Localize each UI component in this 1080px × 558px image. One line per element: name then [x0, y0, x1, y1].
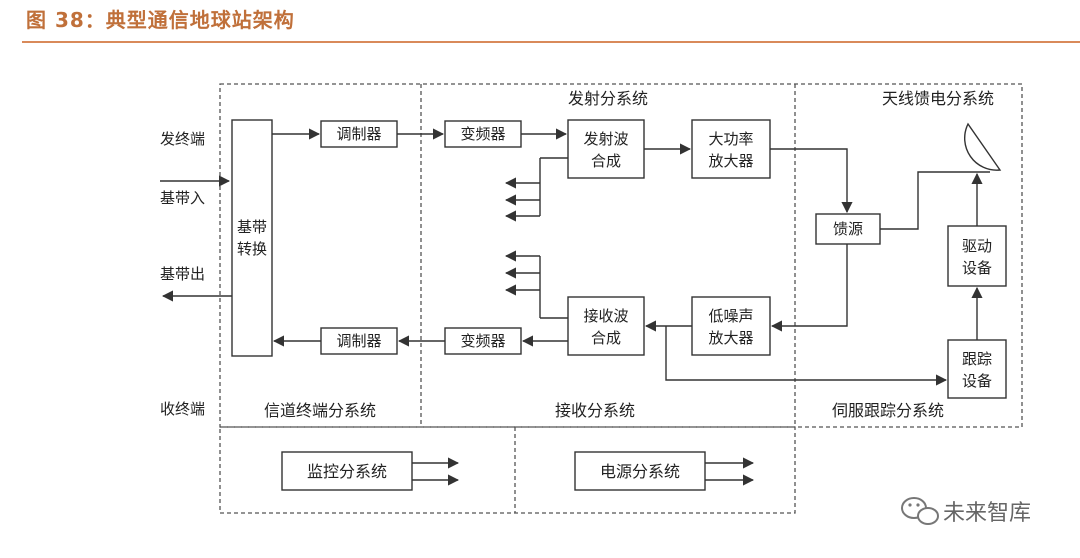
rx-combiner-extra-outputs — [504, 250, 568, 319]
drive-line2: 设备 — [962, 259, 992, 277]
receive-end-label: 收终端 — [160, 400, 205, 418]
hpa-to-feed-arrow — [770, 148, 853, 214]
rx-combiner-block — [567, 296, 645, 356]
monitor-system-block — [281, 451, 413, 491]
tx-combiner-extra-inputs — [504, 157, 568, 222]
lna-block — [691, 296, 771, 356]
lower-region-frame — [219, 426, 796, 514]
baseband-convert-line1: 基带 — [237, 218, 267, 236]
hpa-line1: 大功率 — [708, 130, 753, 148]
feed-label: 馈源 — [833, 220, 863, 238]
downconverter-label: 变频器 — [460, 332, 505, 350]
lna-line2: 放大器 — [708, 329, 753, 347]
wechat-icon — [901, 497, 939, 525]
tx-combiner-line2: 合成 — [591, 152, 621, 170]
channel-terminal-label: 信道终端分系统 — [264, 401, 376, 420]
baseband-in-label: 基带入 — [160, 189, 205, 207]
baseband-out-label: 基带出 — [160, 265, 205, 283]
monitor-system-label: 监控分系统 — [307, 462, 387, 481]
title-divider — [22, 41, 1080, 43]
modulator-rx-label: 调制器 — [336, 332, 381, 350]
send-end-label: 发终端 — [160, 130, 205, 148]
transmit-system-label: 发射分系统 — [568, 89, 648, 108]
power-system-block — [574, 451, 706, 491]
upper-region-frame — [219, 83, 1023, 428]
upconverter-label: 变频器 — [460, 125, 505, 143]
drive-equipment-block — [947, 225, 1007, 287]
tracking-line1: 跟踪 — [962, 350, 992, 368]
figure-title: 图 38：典型通信地球站架构 — [26, 8, 295, 32]
rx-combiner-line2: 合成 — [591, 329, 621, 347]
drive-line1: 驱动 — [962, 237, 992, 255]
rx-combiner-line1: 接收波 — [583, 307, 628, 325]
lna-line1: 低噪声 — [708, 307, 753, 325]
modulator-tx-label: 调制器 — [336, 125, 381, 143]
hpa-line2: 放大器 — [708, 152, 753, 170]
watermark-text: 未来智库 — [943, 501, 1031, 526]
antenna-dish-icon — [964, 122, 1002, 171]
tracking-line2: 设备 — [962, 372, 992, 390]
modulator-rx-block — [320, 327, 398, 355]
tx-combiner-line1: 发射波 — [583, 130, 628, 148]
servo-tracking-label: 伺服跟踪分系统 — [832, 401, 944, 420]
power-system-label: 电源分系统 — [600, 462, 680, 481]
baseband-convert-line2: 转换 — [237, 240, 267, 258]
feed-to-lna-arrow — [770, 244, 848, 332]
downconverter-block — [444, 327, 522, 355]
feed-to-antenna-line — [880, 171, 990, 230]
receive-system-label: 接收分系统 — [555, 401, 635, 420]
lna-to-tracking-arrow — [665, 326, 948, 386]
antenna-feed-label: 天线馈电分系统 — [882, 89, 994, 108]
baseband-convert-block — [231, 119, 273, 357]
